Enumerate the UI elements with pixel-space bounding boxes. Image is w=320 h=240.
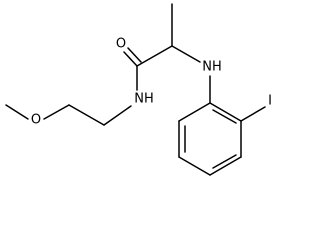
bonds — [5, 3, 266, 176]
bond-ch2-ether-o — [43, 104, 70, 120]
ring-bond-6 — [178, 102, 211, 122]
bond-carbonyl-double-1 — [123, 51, 138, 67]
bond-alpha-amine-n — [171, 45, 201, 63]
atom-label-oxygen-carbonyl: O — [116, 37, 126, 52]
atom-label-nh-amide: NH — [134, 92, 154, 107]
ring-bond-1 — [209, 102, 242, 122]
atom-label-oxygen-ether: O — [31, 113, 41, 128]
ring-double-inner-1 — [212, 109, 237, 124]
atom-labels: O NH O NH I — [31, 37, 272, 128]
chemical-structure: O NH O NH I — [5, 3, 272, 176]
bond-carbonyl-double-2 — [127, 47, 142, 63]
ring-double-inner-2 — [212, 154, 237, 169]
ring-bond-4 — [178, 156, 211, 176]
bond-alpha-carbonyl — [136, 45, 173, 67]
bond-ch2-ch2 — [68, 104, 105, 126]
bond-amide-n-ch2 — [103, 105, 132, 126]
atom-label-nh-amine: NH — [202, 60, 222, 75]
bond-ring-iodine — [240, 106, 266, 122]
atom-label-iodine: I — [268, 94, 272, 109]
ring-bond-3 — [209, 156, 242, 176]
bond-ether-o-methyl — [5, 104, 29, 120]
